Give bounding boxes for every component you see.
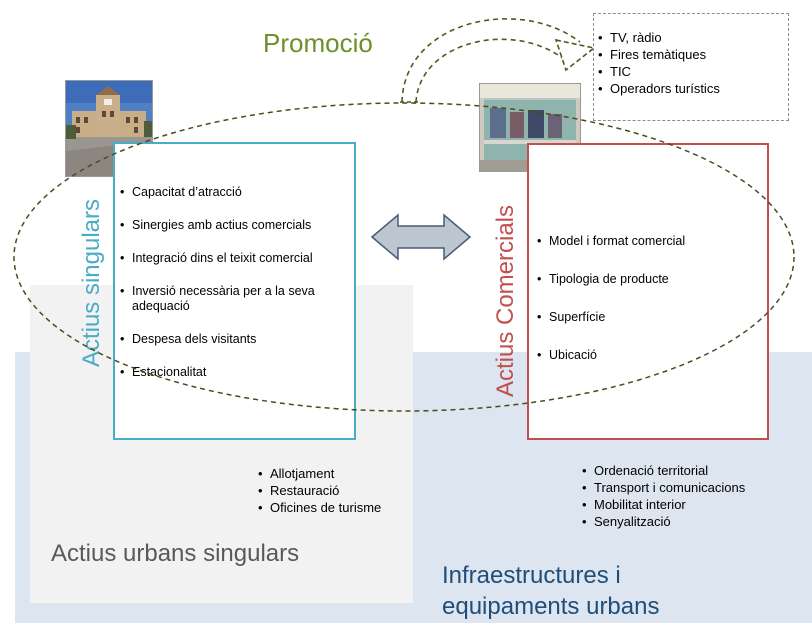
list-item: Mobilitat interior (582, 496, 745, 513)
urban-singular-list: Allotjament Restauració Oficines de turi… (258, 465, 381, 516)
list-item: Despesa dels visitants (120, 332, 352, 347)
promotion-title: Promoció (263, 28, 373, 58)
list-item: Sinergies amb actius comercials (120, 218, 352, 233)
list-item: Restauració (258, 482, 381, 499)
list-item: Estacionalitat (120, 365, 352, 380)
infrastructure-label-line-2: equipaments urbans (442, 593, 660, 620)
list-item: Tipologia de producte (537, 272, 765, 287)
commercial-assets-box (527, 143, 769, 440)
list-item: Superfície (537, 310, 765, 325)
singular-assets-list: Capacitat d’atracció Sinergies amb actiu… (120, 185, 352, 398)
list-item: Transport i comunicacions (582, 479, 745, 496)
list-item: Inversió necessària per a la seva adequa… (120, 284, 352, 314)
list-item: TV, ràdio (598, 29, 720, 46)
double-arrow (370, 213, 472, 261)
infrastructure-label: Infraestructures i equipaments urbans (442, 560, 659, 622)
market-ellipse (13, 102, 795, 412)
promotion-list: TV, ràdio Fires temàtiques TIC Operadors… (598, 29, 720, 97)
list-item: Allotjament (258, 465, 381, 482)
list-item: Integració dins el teixit comercial (120, 251, 352, 266)
list-item: Oficines de turisme (258, 499, 381, 516)
commercial-assets-list: Model i format comercial Tipologia de pr… (537, 234, 765, 386)
list-item: Model i format comercial (537, 234, 765, 249)
list-item: Senyalització (582, 513, 745, 530)
infrastructure-label-line-1: Infraestructures i (442, 562, 621, 589)
list-item: Fires temàtiques (598, 46, 720, 63)
list-item: TIC (598, 63, 720, 80)
promotion-arrow-inner (415, 38, 566, 103)
list-item: Ubicació (537, 348, 765, 363)
infrastructure-list: Ordenació territorial Transport i comuni… (582, 462, 745, 530)
promotion-arrowhead (554, 38, 596, 72)
list-item: Capacitat d’atracció (120, 185, 352, 200)
urban-singular-label: Actius urbans singulars (51, 540, 300, 567)
promotion-arrow-outer (401, 18, 581, 103)
list-item: Ordenació territorial (582, 462, 745, 479)
list-item: Operadors turístics (598, 80, 720, 97)
